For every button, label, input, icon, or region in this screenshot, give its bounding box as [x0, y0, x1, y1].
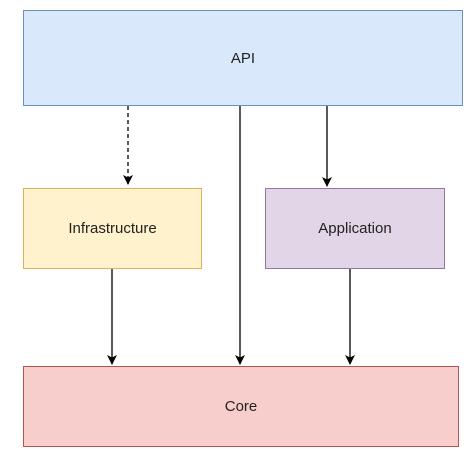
- core-node[interactable]: Core: [23, 366, 459, 447]
- infrastructure-label: Infrastructure: [68, 220, 157, 237]
- api-node[interactable]: API: [23, 10, 463, 106]
- core-label: Core: [224, 398, 258, 415]
- api-label: API: [230, 49, 256, 67]
- application-node[interactable]: Application: [265, 188, 445, 269]
- infrastructure-node[interactable]: Infrastructure: [23, 188, 202, 269]
- application-label: Application: [318, 220, 392, 237]
